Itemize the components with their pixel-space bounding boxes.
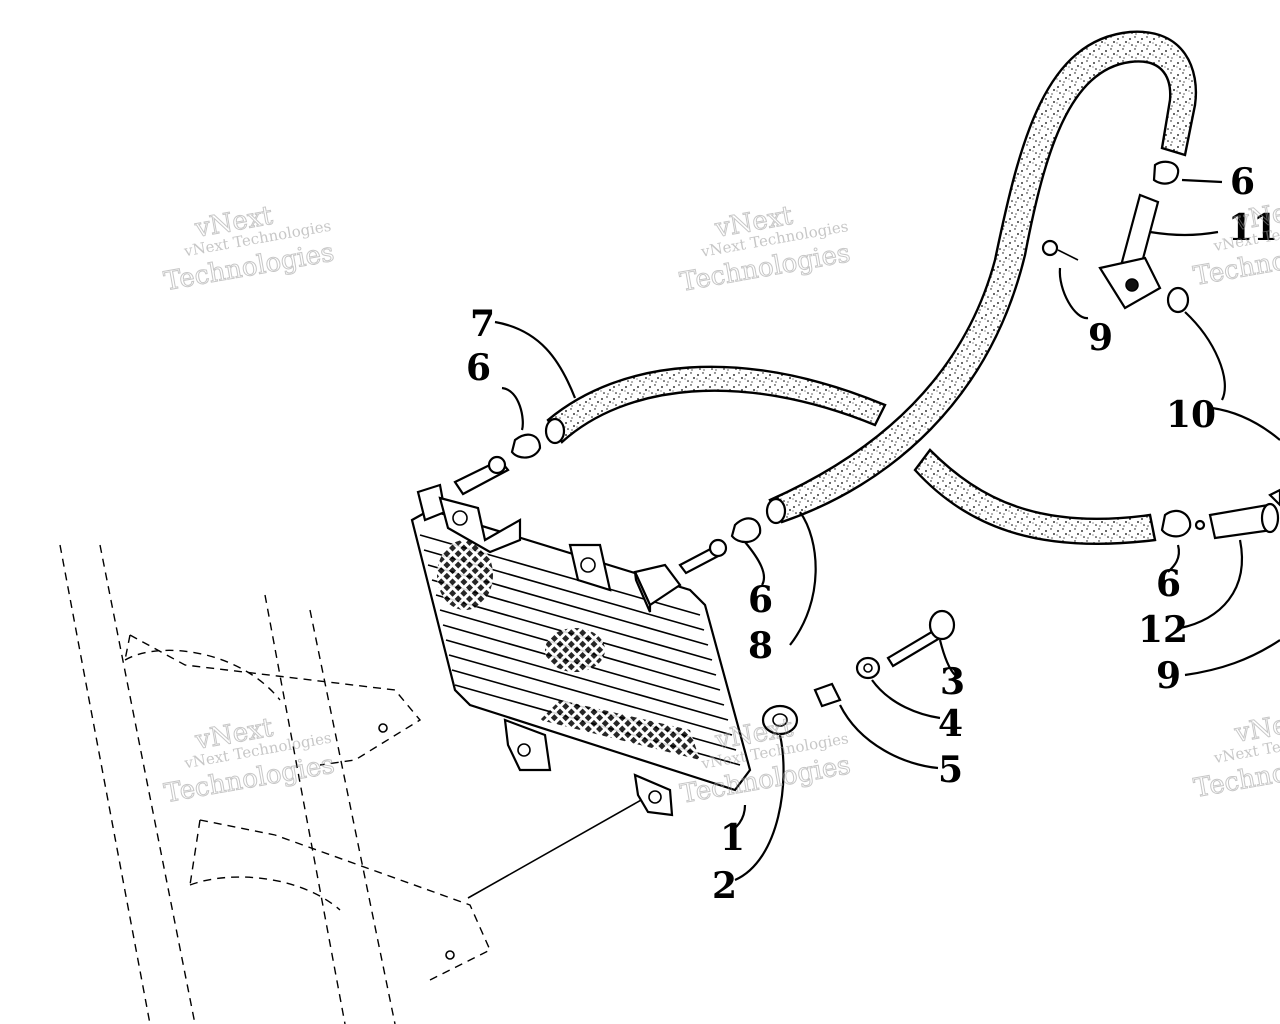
part-labels: 1 2 3 4 5 6 6 6 6 7 8 9 9 10 11 12 <box>466 161 1278 907</box>
label-7: 7 <box>470 303 495 345</box>
watermark-top-center: vNext vNext Technologies Technologies <box>677 200 853 298</box>
label-4: 4 <box>938 703 963 745</box>
right-fitting-assembly <box>1194 488 1280 540</box>
hoses <box>544 30 1198 546</box>
label-6-mid: 6 <box>748 579 773 621</box>
label-6-left: 6 <box>466 347 491 389</box>
label-11: 11 <box>1228 207 1278 249</box>
label-9-bottom: 9 <box>1156 655 1181 697</box>
mounting-hardware <box>761 609 956 736</box>
hose-clamps <box>510 160 1192 544</box>
label-1: 1 <box>720 817 745 859</box>
label-12: 12 <box>1138 609 1188 651</box>
label-3: 3 <box>940 661 965 703</box>
watermark-top-left: vNext vNext Technologies Technologies <box>161 200 337 297</box>
label-6-top-right: 6 <box>1230 161 1255 203</box>
watermark-bottom-right: vNext vNext Technologies Technologies <box>1191 705 1280 804</box>
cooler-fittings <box>453 455 728 575</box>
label-8: 8 <box>748 625 773 667</box>
frame-outline-dashed <box>59 544 491 1024</box>
label-9-top: 9 <box>1088 317 1113 359</box>
leader-lines <box>494 178 1280 882</box>
label-6-right: 6 <box>1156 563 1181 605</box>
label-5: 5 <box>938 749 963 791</box>
label-2: 2 <box>712 865 737 907</box>
mounting-line <box>467 794 651 899</box>
watermark-bottom-left: vNext vNext Technologies Technologies <box>162 712 338 809</box>
label-10: 10 <box>1166 394 1216 436</box>
oil-cooler <box>410 483 752 817</box>
upper-fitting-assembly <box>1041 193 1190 314</box>
